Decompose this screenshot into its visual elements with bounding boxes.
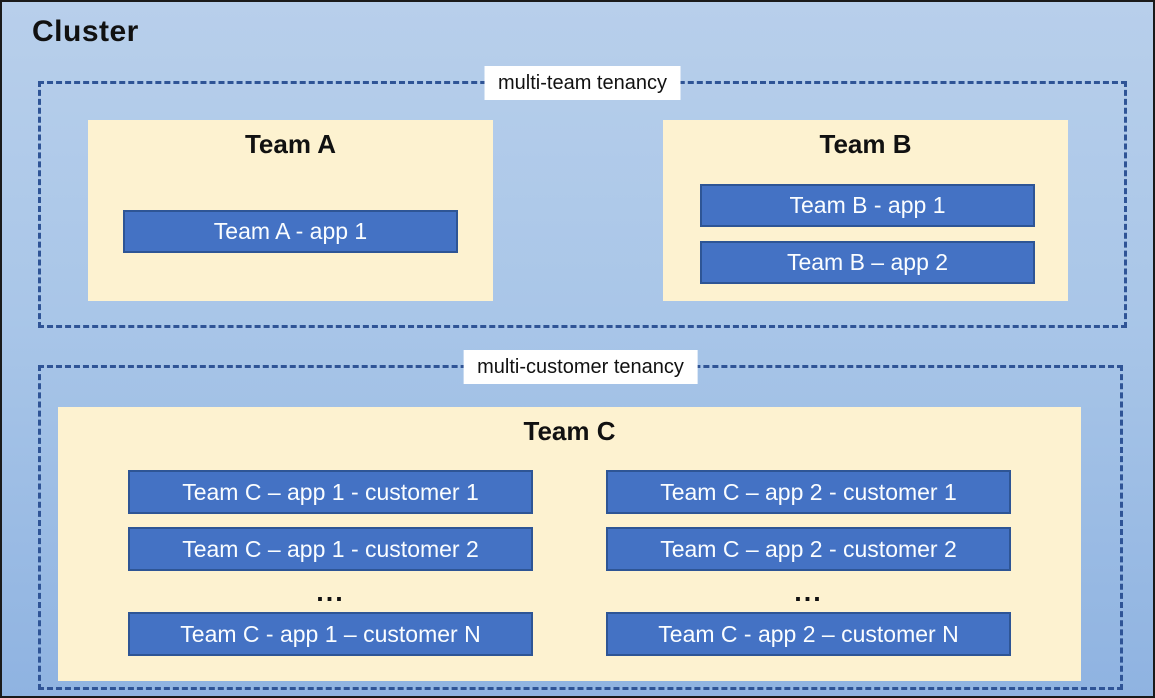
zone-label-multi-team: multi-team tenancy	[484, 66, 681, 100]
team-c-box: Team C Team C – app 1 - customer 1 Team …	[58, 407, 1081, 681]
team-b-app-2: Team B – app 2	[700, 241, 1035, 284]
team-c-app1-customer-1: Team C – app 1 - customer 1	[128, 470, 533, 514]
team-c-app2-column: Team C – app 2 - customer 1 Team C – app…	[606, 470, 1011, 669]
team-c-app1-customer-n: Team C - app 1 – customer N	[128, 612, 533, 656]
team-a-title: Team A	[244, 129, 337, 159]
team-b-app-1: Team B - app 1	[700, 184, 1035, 227]
team-c-app2-customer-1: Team C – app 2 - customer 1	[606, 470, 1011, 514]
zone-label-multi-customer: multi-customer tenancy	[463, 350, 698, 384]
cluster-title: Cluster	[32, 15, 139, 48]
team-c-app2-customer-2: Team C – app 2 - customer 2	[606, 527, 1011, 571]
team-c-app2-customer-n: Team C - app 2 – customer N	[606, 612, 1011, 656]
zone-multi-team-tenancy: multi-team tenancy Team A Team A - app 1…	[38, 66, 1127, 328]
team-b-box: Team B Team B - app 1 Team B – app 2	[663, 120, 1068, 301]
team-a-app-1: Team A - app 1	[123, 210, 458, 253]
team-c-app1-customer-2: Team C – app 1 - customer 2	[128, 527, 533, 571]
team-c-columns: Team C – app 1 - customer 1 Team C – app…	[58, 470, 1081, 669]
zone-multi-customer-tenancy: multi-customer tenancy Team C Team C – a…	[38, 350, 1123, 690]
team-c-title: Team C	[523, 416, 616, 446]
team-c-app2-ellipsis: ...	[794, 577, 823, 607]
team-c-app1-column: Team C – app 1 - customer 1 Team C – app…	[128, 470, 533, 669]
team-a-box: Team A Team A - app 1	[88, 120, 493, 301]
team-b-title: Team B	[819, 129, 912, 159]
team-c-app1-ellipsis: ...	[316, 577, 345, 607]
